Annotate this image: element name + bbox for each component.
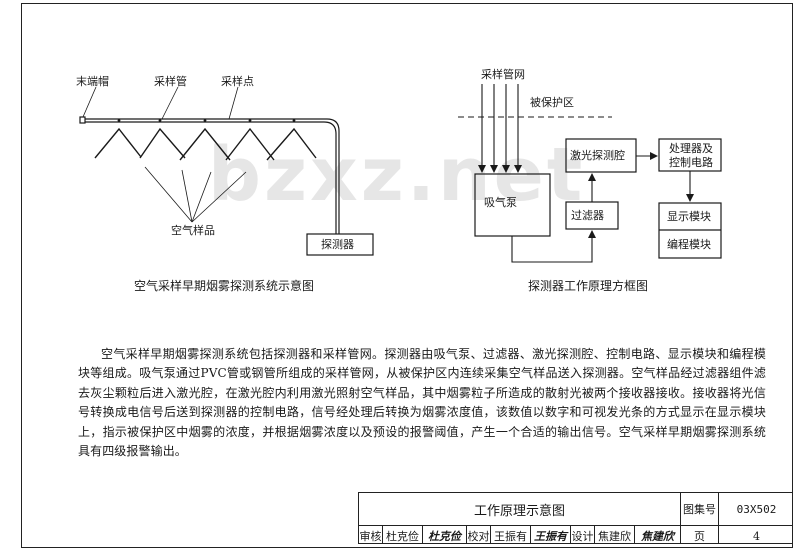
program-module-label: 编程模块 <box>667 238 711 251</box>
description-paragraph: 空气采样早期烟雾探测系统包括探测器和采样管网。探测器由吸气泵、过滤器、激光探测腔… <box>78 347 766 459</box>
processor-label-line2: 控制电路 <box>669 156 713 169</box>
page-label: 页 <box>681 526 719 543</box>
detector-label: 探测器 <box>321 238 354 251</box>
end-cap-label: 末端帽 <box>76 75 109 88</box>
right-diagram-caption: 探测器工作原理方框图 <box>528 279 649 293</box>
title-block: 工作原理示意图 图集号 03X502 审核 杜克俭 杜克俭 校对 王振有 王振有… <box>358 492 793 544</box>
sampling-pipe-label: 采样管 <box>154 75 187 88</box>
watermark: bzxz.net <box>208 132 586 218</box>
sampling-point-label: 采样点 <box>221 75 254 88</box>
page-number: 4 <box>753 529 760 543</box>
sampling-point-holes <box>117 119 296 122</box>
air-sample-label: 空气样品 <box>171 224 215 237</box>
atlas-number: 03X502 <box>719 493 792 526</box>
flow-connectors <box>511 152 694 263</box>
designer-signature: 焦建欣 <box>635 526 681 543</box>
checker-signature: 王振有 <box>531 526 571 543</box>
drawing-title: 工作原理示意图 <box>359 493 681 526</box>
sampling-pipe-line <box>79 116 340 234</box>
detector-box <box>306 233 374 256</box>
laser-chamber-label: 激光探测腔 <box>570 149 625 162</box>
processor-label-line1: 处理器及 <box>669 142 713 155</box>
designer-name: 焦建欣 <box>595 526 635 543</box>
review-label: 审核 <box>359 526 383 543</box>
check-label: 校对 <box>467 526 491 543</box>
protected-zone-label: 被保护区 <box>530 96 574 109</box>
pipe-network-arrows <box>478 84 522 173</box>
reviewer-name: 杜克俭 <box>383 526 423 543</box>
pump-label: 吸气泵 <box>484 196 517 209</box>
pipe-network-label: 采样管网 <box>481 68 525 81</box>
air-flow-chevrons <box>94 127 317 161</box>
design-label: 设计 <box>571 526 595 543</box>
end-cap-shape <box>79 116 86 124</box>
left-diagram-caption: 空气采样早期烟雾探测系统示意图 <box>134 279 315 293</box>
checker-name: 王振有 <box>491 526 531 543</box>
reviewer-signature: 杜克俭 <box>423 526 467 543</box>
leader-lines <box>82 86 247 223</box>
filter-label: 过滤器 <box>571 209 604 222</box>
atlas-label: 图集号 <box>681 493 719 526</box>
display-module-label: 显示模块 <box>667 210 711 223</box>
